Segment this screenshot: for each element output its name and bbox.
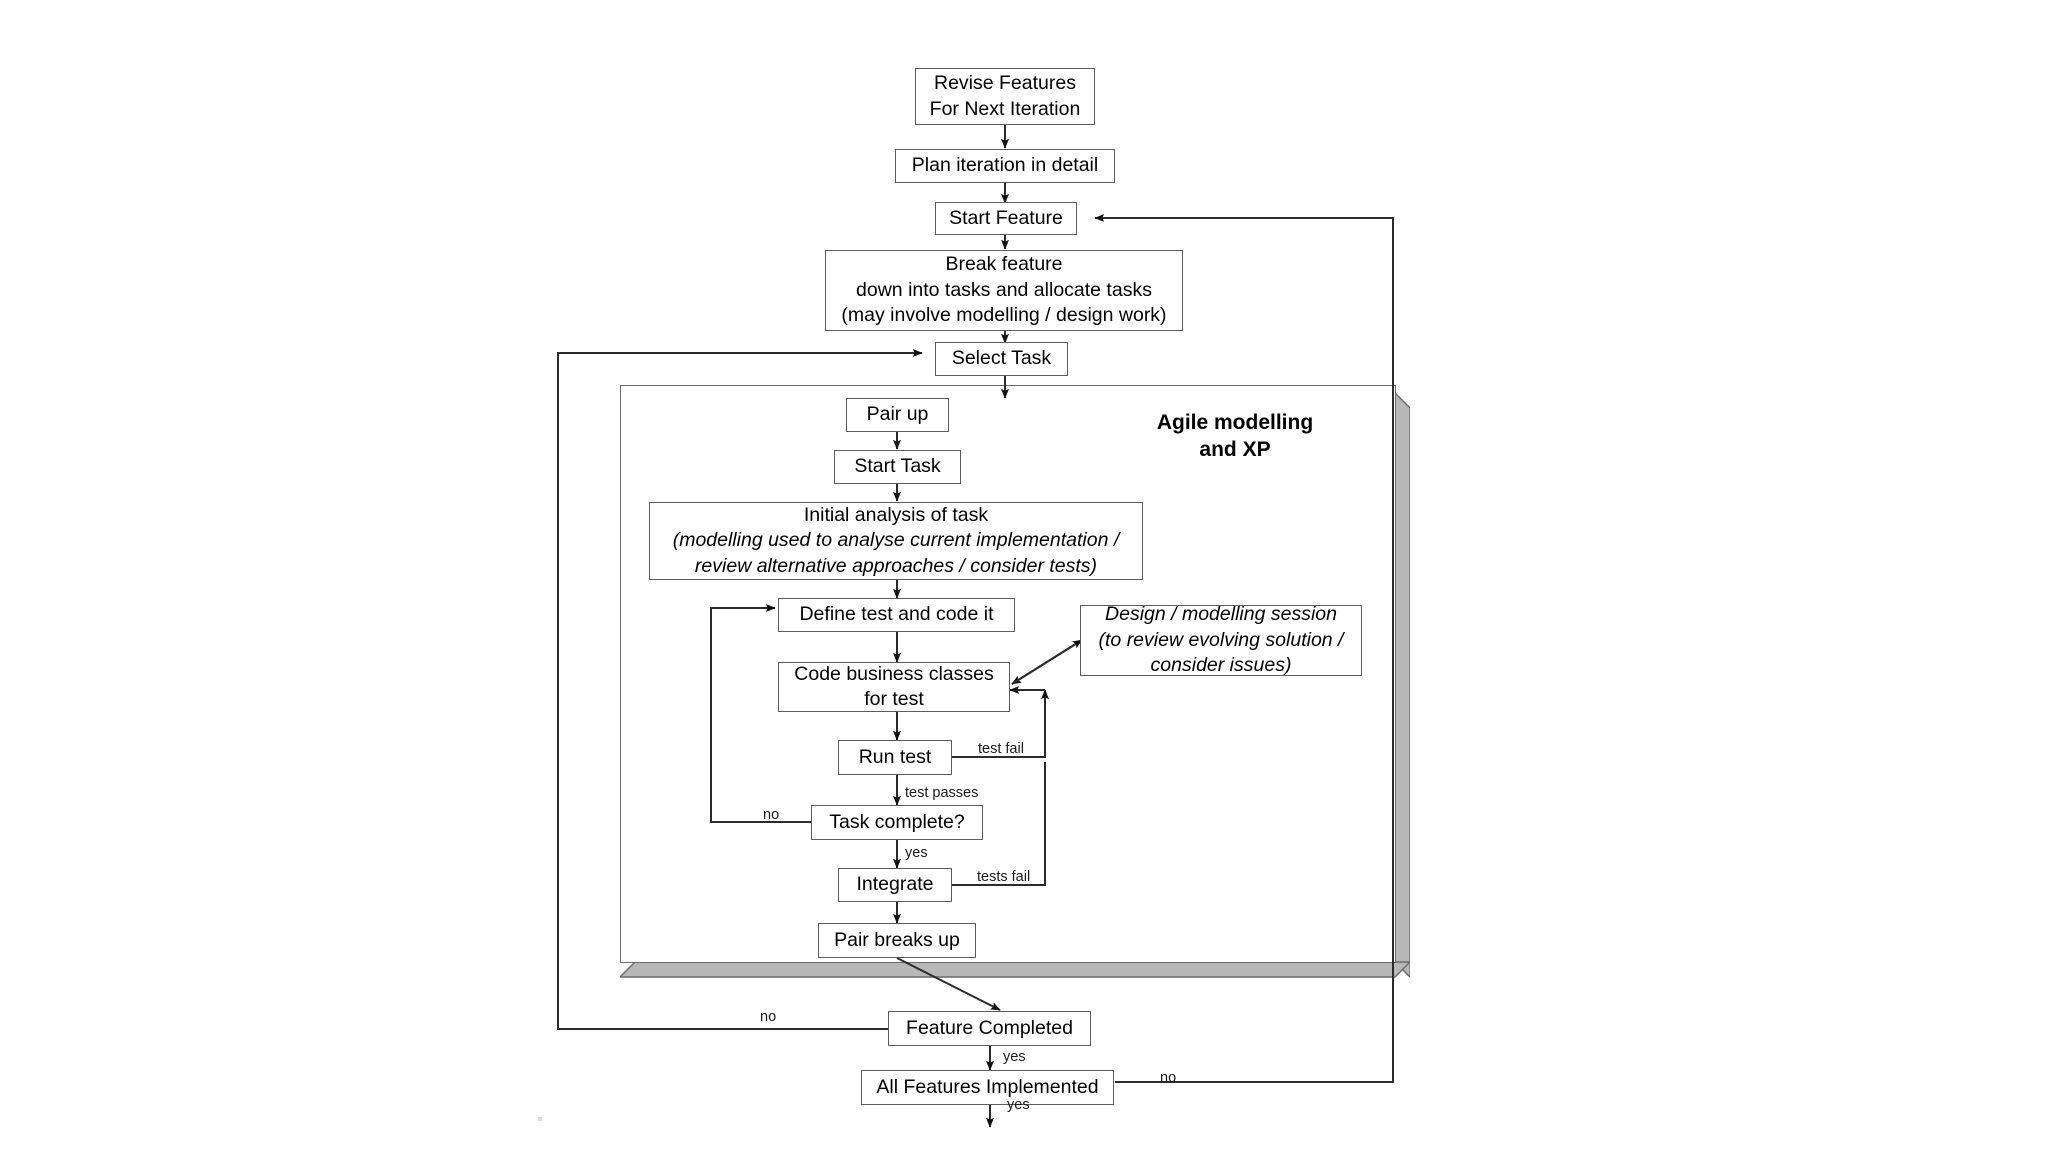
node-label: All Features Implemented [876,1075,1099,1098]
node-start-task[interactable]: Start Task [834,450,961,484]
node-label: Plan iteration in detail [911,154,1099,177]
node-all-features-implemented[interactable]: All Features Implemented [861,1070,1114,1105]
node-label: Pair breaks up [834,928,960,951]
node-integrate[interactable]: Integrate [838,868,952,902]
node-label: Feature Completed [906,1016,1073,1039]
node-code-business-classes[interactable]: Code business classes for test [778,662,1010,712]
node-label: Initial analysis of task [803,503,989,526]
edge-label-all-features-yes: yes [1007,1097,1030,1113]
node-label: Define test and code it [799,603,994,626]
node-label: Revise Features For Next Iteration [929,72,1081,120]
edge-label-feature-completed-yes: yes [1003,1049,1026,1065]
node-run-test[interactable]: Run test [838,740,952,775]
node-break-feature[interactable]: Break feature down into tasks and alloca… [825,250,1183,331]
node-label: Run test [858,745,932,768]
node-task-complete[interactable]: Task complete? [811,805,983,840]
node-plan-iteration[interactable]: Plan iteration in detail [895,149,1115,183]
node-feature-completed[interactable]: Feature Completed [888,1011,1091,1046]
agile-xp-panel [620,385,1410,985]
edge-label-task-complete-no: no [763,807,780,823]
node-pair-breaks-up[interactable]: Pair breaks up [818,923,976,958]
node-define-test[interactable]: Define test and code it [778,598,1015,632]
node-label: Task complete? [829,810,965,833]
node-sublabel: (modelling used to analyse current imple… [672,529,1120,577]
edge-label-tests-fail: tests fail [977,869,1031,885]
node-select-task[interactable]: Select Task [935,342,1068,376]
node-start-feature[interactable]: Start Feature [935,202,1077,235]
node-label: Start Task [854,455,941,478]
node-design-modelling-session[interactable]: Design / modelling session (to review ev… [1080,603,1362,677]
edge-label-task-complete-yes: yes [905,845,928,861]
node-label: Break feature down into tasks and alloca… [841,253,1167,327]
node-label: Select Task [951,347,1052,370]
node-label: Start Feature [949,206,1063,229]
edge-label-feature-completed-no: no [760,1009,777,1025]
node-label: Design / modelling session (to review ev… [1098,603,1344,677]
node-initial-analysis[interactable]: Initial analysis of task (modelling used… [649,502,1143,580]
node-label: Code business classes for test [794,662,994,710]
edge-label-test-fail: test fail [978,741,1024,757]
edge-label-test-passes: test passes [905,785,979,801]
agile-xp-panel-title: Agile modelling and XP [1156,411,1314,461]
node-pair-up[interactable]: Pair up [846,398,949,432]
node-label: Integrate [856,873,934,896]
node-label: Pair up [866,403,929,426]
node-revise-features[interactable]: Revise Features For Next Iteration [915,68,1095,125]
edge-label-all-features-no: no [1160,1070,1177,1086]
scan-artifact-speck [538,1117,542,1121]
